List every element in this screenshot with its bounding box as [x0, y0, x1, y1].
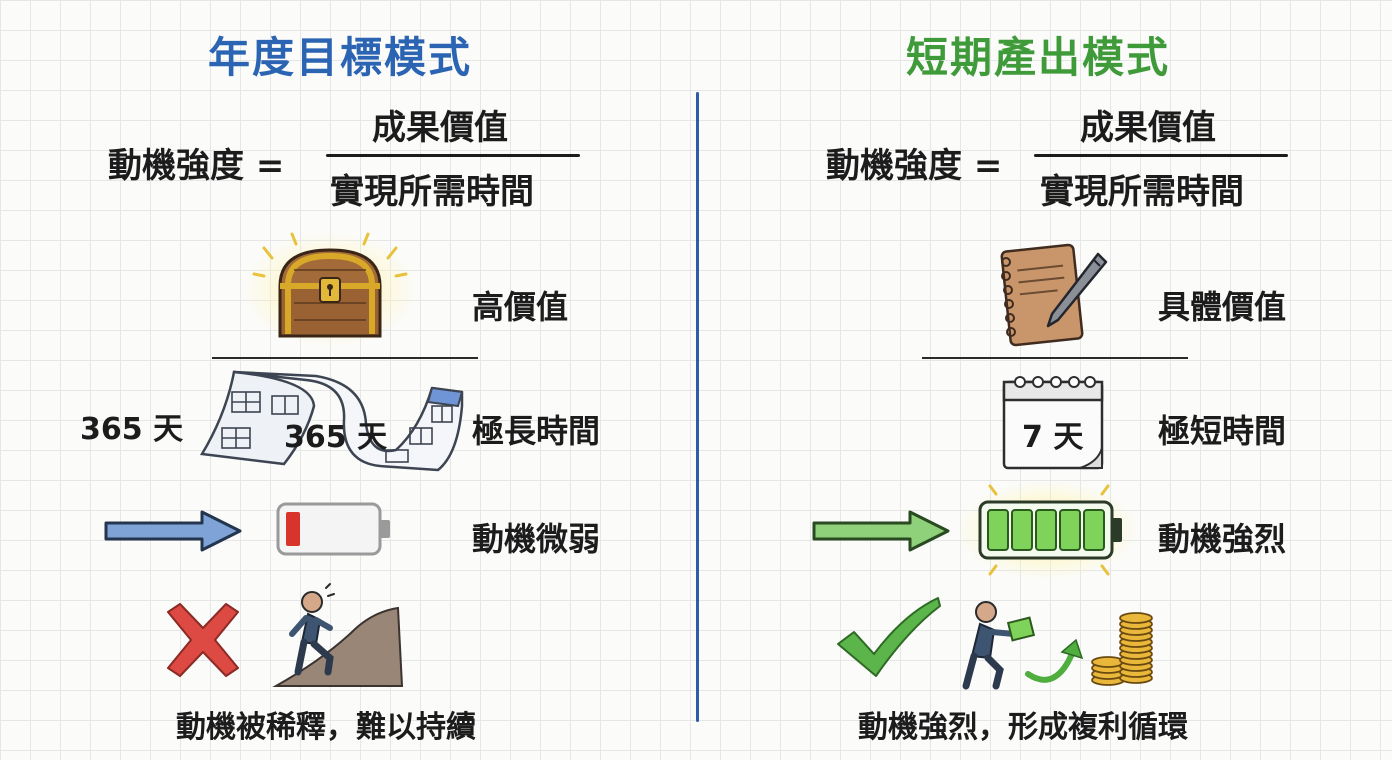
right-motivation-label: 動機強烈: [1158, 520, 1287, 558]
right-title: 短期產出模式: [906, 33, 1171, 82]
right-formula-lhs: 動機強度 =: [826, 146, 1003, 186]
coin-stack-icon: [1088, 606, 1158, 686]
right-value-label: 具體價值: [1158, 288, 1287, 326]
left-motivation-label: 動機微弱: [472, 520, 601, 558]
check-icon: [834, 594, 944, 680]
left-days-label-outer: 365 天: [80, 412, 184, 447]
left-title: 年度目標模式: [208, 33, 473, 82]
left-arrow-icon: [102, 508, 244, 554]
left-formula-numerator: 成果價值: [372, 108, 508, 148]
center-separator: [696, 92, 699, 722]
left-fraction-divider: [212, 357, 478, 359]
full-battery-icon: [956, 480, 1146, 580]
right-arrow-icon: [810, 508, 952, 554]
left-formula-lhs: 動機強度 =: [108, 146, 285, 186]
right-formula-numerator: 成果價值: [1080, 108, 1216, 148]
left-formula-fraction-line: [326, 154, 580, 157]
right-caption: 動機強烈，形成複利循環: [858, 710, 1188, 745]
right-formula-denominator: 實現所需時間: [1040, 172, 1244, 212]
cross-icon: [160, 600, 246, 680]
left-value-label: 高價值: [472, 288, 569, 326]
left-formula-denominator: 實現所需時間: [330, 172, 534, 212]
right-fraction-divider: [922, 357, 1188, 359]
reinvest-person-icon: [956, 600, 1090, 692]
right-time-label: 極短時間: [1158, 412, 1287, 450]
calendar-scroll-icon: [196, 366, 468, 476]
left-days-label-inner: 365 天: [284, 420, 388, 455]
low-battery-icon: [276, 500, 396, 560]
right-formula-fraction-line: [1034, 154, 1288, 157]
calendar-icon: [1000, 372, 1110, 472]
left-time-label: 極長時間: [472, 412, 601, 450]
treasure-chest-icon: [240, 228, 420, 348]
left-caption: 動機被稀釋，難以持續: [176, 710, 476, 745]
climbing-person-icon: [272, 580, 406, 690]
right-calendar-label: 7 天: [1022, 420, 1084, 455]
notebook-pen-icon: [996, 238, 1110, 350]
